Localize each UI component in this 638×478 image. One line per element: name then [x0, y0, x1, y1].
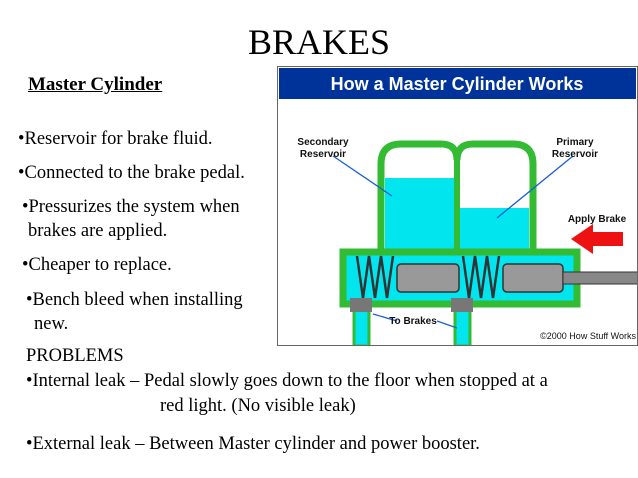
diagram-header-bar [279, 68, 636, 99]
bullet-pressurizes-cont: brakes are applied. [28, 221, 168, 241]
diagram-copyright: ©2000 How Stuff Works [540, 331, 636, 341]
bullet-pressurizes: •Pressurizes the system when [22, 197, 240, 217]
primary-piston [502, 263, 564, 293]
bullet-bench-bleed-cont: new. [34, 314, 69, 334]
primary-reservoir-fluid [460, 208, 529, 256]
bullet-connected: •Connected to the brake pedal. [18, 163, 245, 183]
problem-internal-leak-cont: red light. (No visible leak) [160, 396, 356, 416]
diagram-header: How a Master Cylinder Works [331, 74, 584, 94]
label-primary-2: Reservoir [552, 149, 598, 160]
bullet-cheaper: •Cheaper to replace. [22, 255, 172, 275]
bullet-bench-bleed: •Bench bleed when installing [26, 290, 243, 310]
problem-external-leak: •External leak – Between Master cylinder… [26, 434, 480, 454]
label-apply-brake: Apply Brake [568, 214, 627, 225]
apply-brake-arrow [571, 224, 623, 254]
slide-subtitle: Master Cylinder [28, 74, 163, 95]
fitting-right [451, 298, 473, 312]
label-secondary-2: Reservoir [300, 149, 346, 160]
slide-title: BRAKES [247, 22, 391, 62]
problems-heading: PROBLEMS [26, 346, 124, 366]
label-secondary-1: Secondary [297, 137, 349, 148]
push-rod [562, 271, 638, 285]
problem-internal-leak: •Internal leak – Pedal slowly goes down … [26, 371, 548, 391]
label-to-brakes: To Brakes [389, 316, 437, 327]
bullet-reservoir: •Reservoir for brake fluid. [18, 129, 213, 149]
master-cylinder-diagram: How a Master Cylinder Works Secondary Re… [277, 66, 638, 348]
label-primary-1: Primary [556, 137, 594, 148]
secondary-reservoir-fluid [385, 178, 454, 256]
fitting-left [350, 298, 372, 312]
secondary-piston [396, 263, 460, 293]
